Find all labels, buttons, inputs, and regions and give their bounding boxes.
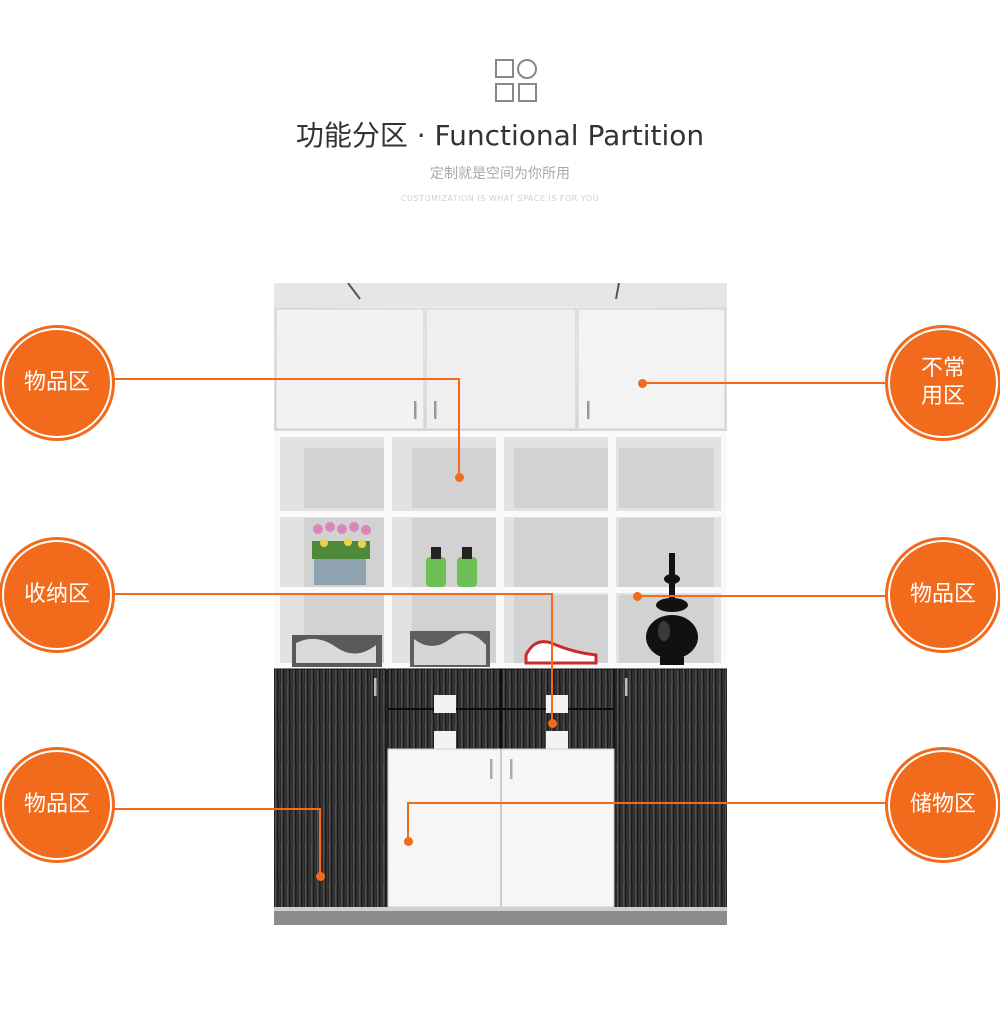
zone-label: 收纳区 xyxy=(23,582,90,607)
callout-dot-right-top xyxy=(637,378,647,388)
zone-badge-right-middle: 物品区 xyxy=(888,540,998,650)
zone-label: 储物区 xyxy=(909,792,976,817)
page-title: 功能分区 · Functional Partition xyxy=(295,119,705,152)
callout-line-right-top xyxy=(642,382,890,384)
callout-line-right-bottom xyxy=(408,802,890,804)
zone-label: 不常用区 xyxy=(920,356,965,409)
cabinet-illustration xyxy=(274,283,727,925)
callout-line-right-middle xyxy=(637,595,890,597)
zone-label: 物品区 xyxy=(23,792,90,817)
callout-line-left-top xyxy=(112,378,460,380)
zone-badge-left-bottom: 物品区 xyxy=(2,750,112,860)
callout-line-left-middle-v xyxy=(551,593,553,723)
callout-line-left-top-v xyxy=(458,378,460,476)
zone-badge-left-top: 物品区 xyxy=(2,328,112,438)
callout-line-right-bottom-v xyxy=(407,802,409,840)
zone-badge-right-top: 不常用区 xyxy=(888,328,998,438)
callout-dot-right-bottom xyxy=(403,836,413,846)
page-subtitle-english: CUSTOMIZATION IS WHAT SPACE IS FOR YOU xyxy=(400,194,600,203)
callout-line-left-bottom-v xyxy=(319,808,321,876)
page-subtitle: 定制就是空间为你所用 xyxy=(430,166,570,182)
callout-line-left-middle xyxy=(112,593,552,595)
callout-dot-right-middle xyxy=(632,591,642,601)
zone-label: 物品区 xyxy=(23,370,90,395)
callout-dot-left-bottom xyxy=(315,871,325,881)
callout-dot-left-middle xyxy=(547,718,557,728)
zone-badge-right-bottom: 储物区 xyxy=(888,750,998,860)
callout-dot-left-top xyxy=(454,472,464,482)
zone-badge-left-middle: 收纳区 xyxy=(2,540,112,650)
zone-label: 物品区 xyxy=(909,582,976,607)
callout-line-left-bottom xyxy=(112,808,320,810)
grid-shapes-icon xyxy=(495,59,537,102)
